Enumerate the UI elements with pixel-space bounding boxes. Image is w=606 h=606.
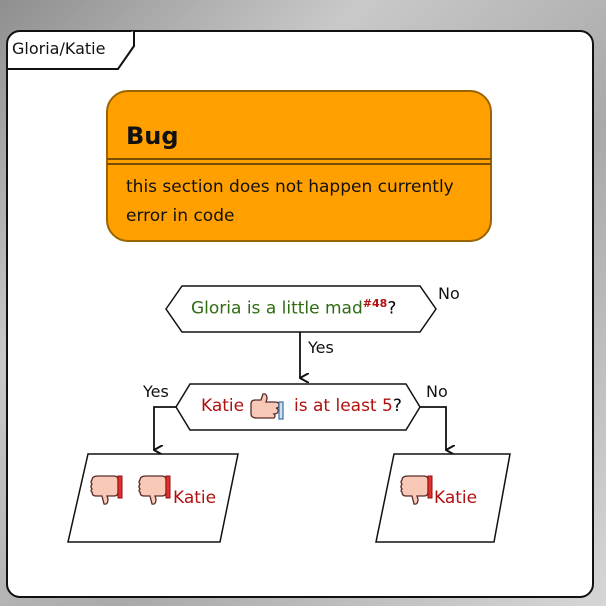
bug-note-title: Bug	[126, 122, 179, 150]
thumbs-down-icon	[138, 475, 171, 505]
arrow-yes-2	[154, 406, 176, 450]
output-left-name: Katie	[173, 488, 217, 508]
decision-1-no-label: No	[438, 284, 460, 303]
thumbs-down-icon	[400, 475, 433, 505]
bug-note-divider	[107, 163, 491, 165]
bug-note-line-1: this section does not happen currently	[126, 177, 454, 197]
decision-2-no-label: No	[426, 382, 448, 401]
decision-gloria-mad	[165, 285, 437, 333]
decision-1-yes-label: Yes	[308, 338, 334, 357]
decision-2-text: is at least 5?	[294, 396, 402, 416]
decision-2-label-katie: Katie	[201, 396, 245, 416]
arrow-no-2	[420, 406, 446, 450]
decision-2-yes-label: Yes	[143, 382, 169, 401]
bug-note	[106, 90, 492, 242]
bug-note-divider	[107, 158, 491, 160]
panel-tab	[8, 31, 135, 70]
output-right-name: Katie	[434, 488, 478, 508]
bug-note-line-2: error in code	[126, 206, 235, 226]
decision-1-ref: #48	[362, 297, 388, 310]
decision-2-value: 5	[382, 396, 393, 416]
thumbs-down-icon	[90, 475, 123, 505]
decision-1-text: Gloria is a little mad#48?	[191, 297, 397, 319]
panel-title: Gloria/Katie	[12, 39, 106, 58]
thumbs-up-icon	[250, 393, 284, 420]
